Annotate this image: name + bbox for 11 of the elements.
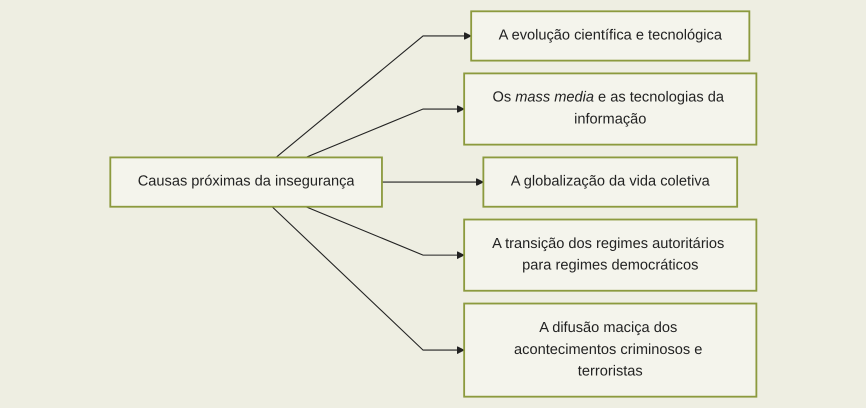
node-box: Os mass media e as tecnologias da informação [462,72,757,146]
arrow [275,32,472,158]
arrow [271,206,464,354]
node-box: A globalização da vida coletiva [482,156,738,208]
node-box: Causas próximas da insegurança [109,156,383,208]
node-box: A transição dos regimes autoritários para regimes democráticos [462,218,757,292]
arrow [305,105,464,158]
arrow [382,178,484,186]
arrow [305,206,464,260]
node-box: A difusão maciça dos acontecimentos criminosos e terroristas [462,302,757,398]
node-box: A evolução científica e tecnológica [470,10,750,62]
